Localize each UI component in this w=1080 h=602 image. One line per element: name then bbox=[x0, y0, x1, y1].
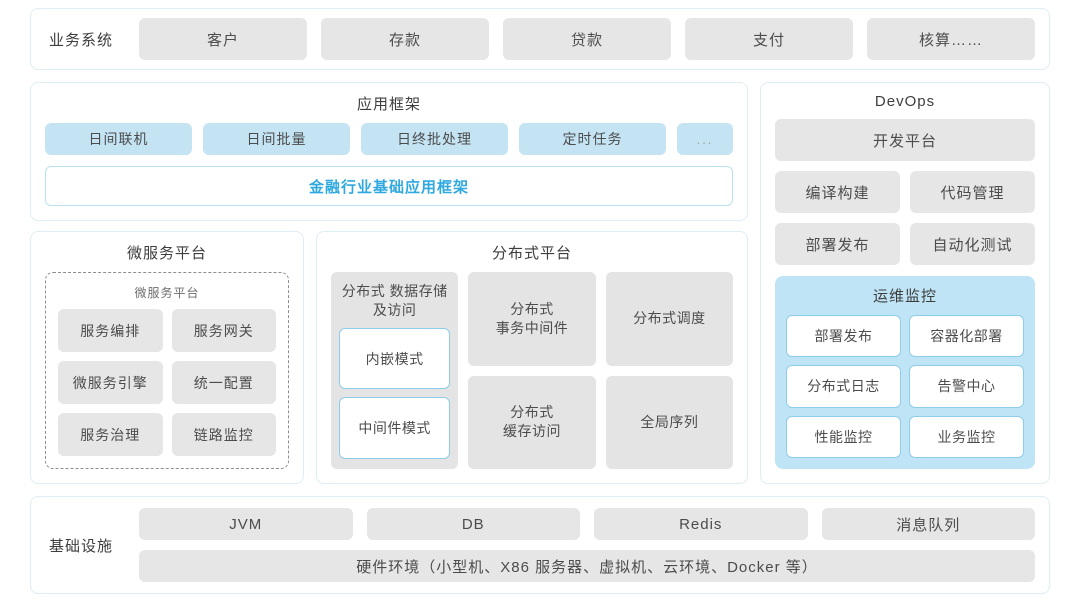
distributed-platform-grid: 分布式 数据存储及访问 内嵌模式 中间件模式 分布式 事务中间件 分布式调度 分… bbox=[331, 272, 733, 469]
distributed-scheduling-cell[interactable]: 分布式调度 bbox=[605, 272, 733, 366]
microservice-platform-title: 微服务平台 bbox=[126, 245, 207, 262]
business-system-label: 业务系统 bbox=[49, 31, 114, 49]
app-framework-chip-row: 日间联机 日间批量 日终批处理 定时任务 ... bbox=[45, 123, 733, 155]
middle-section: 应用框架 日间联机 日间批量 日终批处理 定时任务 ... 金融行业基础应用框架… bbox=[30, 82, 1050, 484]
microservice-platform-panel: 微服务平台 微服务平台 服务编排 服务网关 微服务引擎 统一配置 服务治理 链路… bbox=[30, 231, 304, 484]
business-system-chips: 客户 存款 贷款 支付 核算…… bbox=[139, 18, 1035, 60]
microservice-item-unified-config[interactable]: 统一配置 bbox=[171, 361, 276, 404]
base-framework-bar[interactable]: 金融行业基础应用框架 bbox=[45, 166, 733, 206]
microservice-item-orchestration[interactable]: 服务编排 bbox=[58, 309, 163, 352]
microservice-inner-dashed-box: 微服务平台 服务编排 服务网关 微服务引擎 统一配置 服务治理 链路监控 bbox=[45, 272, 289, 469]
infrastructure-stack: JVM DB Redis 消息队列 硬件环境（小型机、X86 服务器、虚拟机、云… bbox=[139, 508, 1035, 582]
business-system-item-loan[interactable]: 贷款 bbox=[503, 18, 671, 60]
distributed-data-storage-title: 分布式 数据存储及访问 bbox=[341, 283, 448, 318]
infrastructure-item-db[interactable]: DB bbox=[366, 508, 580, 540]
distributed-cache-access-cell[interactable]: 分布式 缓存访问 bbox=[468, 375, 596, 469]
distributed-transaction-middleware-cell[interactable]: 分布式 事务中间件 bbox=[468, 272, 596, 366]
app-framework-chip-more[interactable]: ... bbox=[677, 123, 733, 155]
app-framework-title: 应用框架 bbox=[356, 96, 421, 113]
business-system-item-customer[interactable]: 客户 bbox=[139, 18, 307, 60]
infrastructure-item-jvm[interactable]: JVM bbox=[139, 508, 353, 540]
devops-title: DevOps bbox=[874, 93, 936, 110]
distributed-platform-panel: 分布式平台 分布式 数据存储及访问 内嵌模式 中间件模式 分布式 事务中间件 分… bbox=[316, 231, 748, 484]
app-framework-panel: 应用框架 日间联机 日间批量 日终批处理 定时任务 ... 金融行业基础应用框架 bbox=[30, 82, 748, 221]
devops-item-automated-testing[interactable]: 自动化测试 bbox=[910, 223, 1035, 265]
distributed-mode-middleware[interactable]: 中间件模式 bbox=[339, 397, 451, 459]
microservice-items-grid: 服务编排 服务网关 微服务引擎 统一配置 服务治理 链路监控 bbox=[58, 309, 276, 456]
app-framework-chip-daytime-batch[interactable]: 日间批量 bbox=[203, 123, 350, 155]
business-system-item-payment[interactable]: 支付 bbox=[685, 18, 853, 60]
devops-items-grid: 编译构建 代码管理 部署发布 自动化测试 bbox=[775, 171, 1035, 265]
devops-item-deploy-release[interactable]: 部署发布 bbox=[775, 223, 900, 265]
infrastructure-label: 基础设施 bbox=[49, 537, 114, 555]
business-system-item-deposit[interactable]: 存款 bbox=[321, 18, 489, 60]
infrastructure-items-row: JVM DB Redis 消息队列 bbox=[139, 508, 1035, 540]
ops-item-alert-center[interactable]: 告警中心 bbox=[909, 365, 1024, 408]
devops-column: DevOps 开发平台 编译构建 代码管理 部署发布 自动化测试 运维监控 部署… bbox=[760, 82, 1050, 484]
microservice-item-governance[interactable]: 服务治理 bbox=[58, 413, 163, 456]
ops-monitoring-box: 运维监控 部署发布 容器化部署 分布式日志 告警中心 性能监控 业务监控 bbox=[775, 276, 1035, 469]
devops-panel: DevOps 开发平台 编译构建 代码管理 部署发布 自动化测试 运维监控 部署… bbox=[760, 82, 1050, 484]
global-sequence-cell[interactable]: 全局序列 bbox=[605, 375, 733, 469]
ops-item-containerized-deploy[interactable]: 容器化部署 bbox=[909, 315, 1024, 358]
infrastructure-item-redis[interactable]: Redis bbox=[594, 508, 808, 540]
ops-item-distributed-log[interactable]: 分布式日志 bbox=[786, 365, 901, 408]
microservice-item-tracing[interactable]: 链路监控 bbox=[171, 413, 276, 456]
microservice-inner-title: 微服务平台 bbox=[134, 286, 200, 300]
infrastructure-hardware-env[interactable]: 硬件环境（小型机、X86 服务器、虚拟机、云环境、Docker 等） bbox=[139, 550, 1035, 582]
app-framework-chip-daytime-online[interactable]: 日间联机 bbox=[45, 123, 192, 155]
ops-item-deploy-release[interactable]: 部署发布 bbox=[786, 315, 901, 358]
infrastructure-panel: 基础设施 JVM DB Redis 消息队列 硬件环境（小型机、X86 服务器、… bbox=[30, 496, 1050, 594]
devops-item-code-management[interactable]: 代码管理 bbox=[910, 171, 1035, 213]
business-system-panel: 业务系统 客户 存款 贷款 支付 核算…… bbox=[30, 8, 1050, 70]
ops-monitoring-grid: 部署发布 容器化部署 分布式日志 告警中心 性能监控 业务监控 bbox=[786, 315, 1024, 458]
distributed-mode-embedded[interactable]: 内嵌模式 bbox=[339, 327, 451, 390]
microservice-item-engine[interactable]: 微服务引擎 bbox=[58, 361, 163, 404]
app-framework-chip-scheduled-task[interactable]: 定时任务 bbox=[519, 123, 666, 155]
distributed-platform-title: 分布式平台 bbox=[491, 245, 572, 262]
ops-item-performance-monitor[interactable]: 性能监控 bbox=[786, 415, 901, 458]
microservice-item-gateway[interactable]: 服务网关 bbox=[171, 309, 276, 352]
infrastructure-item-message-queue[interactable]: 消息队列 bbox=[821, 508, 1035, 540]
devops-dev-platform[interactable]: 开发平台 bbox=[775, 119, 1035, 161]
distributed-data-storage-cell[interactable]: 分布式 数据存储及访问 内嵌模式 中间件模式 bbox=[331, 272, 459, 469]
devops-item-compile-build[interactable]: 编译构建 bbox=[775, 171, 900, 213]
app-framework-chip-eod-batch[interactable]: 日终批处理 bbox=[361, 123, 508, 155]
ops-item-business-monitor[interactable]: 业务监控 bbox=[909, 415, 1024, 458]
business-system-item-accounting[interactable]: 核算…… bbox=[867, 18, 1035, 60]
ops-monitoring-title: 运维监控 bbox=[872, 288, 937, 305]
middle-left-column: 应用框架 日间联机 日间批量 日终批处理 定时任务 ... 金融行业基础应用框架… bbox=[30, 82, 748, 484]
platforms-row: 微服务平台 微服务平台 服务编排 服务网关 微服务引擎 统一配置 服务治理 链路… bbox=[30, 231, 748, 484]
